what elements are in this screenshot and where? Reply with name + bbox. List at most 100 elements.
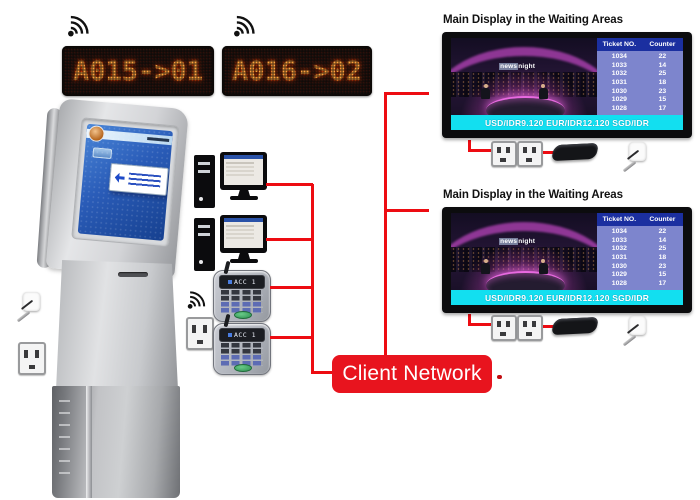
ticket-cell: 23 bbox=[658, 87, 667, 95]
kiosk-base-cabinet bbox=[52, 386, 180, 498]
computer-monitor bbox=[220, 215, 267, 253]
led-ticker-display-2: A016->02 bbox=[222, 46, 372, 96]
table-header: Ticket NO. Counter bbox=[597, 38, 683, 51]
ticket-cell: 15 bbox=[658, 271, 667, 279]
kiosk-ui-logo bbox=[87, 124, 106, 143]
kiosk-middle-panel bbox=[56, 260, 178, 390]
ticket-cell: 1030 bbox=[611, 87, 627, 95]
ticket-cell: 1031 bbox=[611, 254, 627, 262]
monitor-window-titlebar bbox=[224, 155, 263, 159]
ticket-cell: 1032 bbox=[611, 245, 627, 253]
power-outlet-icon bbox=[491, 315, 517, 341]
header-counter: Counter bbox=[649, 216, 676, 223]
studio-arc bbox=[451, 47, 597, 115]
keypad-keys-blue bbox=[221, 355, 263, 366]
ticket-cell: 15 bbox=[658, 96, 667, 104]
power-outlet-icon bbox=[517, 141, 543, 167]
news-video-area: newsnight bbox=[451, 38, 597, 115]
ticket-cell: 23 bbox=[658, 262, 667, 270]
operator-computer-1 bbox=[194, 152, 270, 212]
ticket-row: 1029 15 bbox=[597, 271, 683, 280]
presenter-silhouette bbox=[539, 84, 548, 99]
news-video-area: newsnight bbox=[451, 213, 597, 290]
connection-line bbox=[387, 209, 429, 212]
connection-line bbox=[468, 140, 471, 152]
ticket-cell: 1033 bbox=[611, 61, 627, 69]
presenter-silhouette bbox=[539, 259, 548, 274]
power-outlet-icon bbox=[186, 317, 214, 350]
monitor-base bbox=[230, 259, 258, 263]
ticket-cell: 18 bbox=[658, 254, 667, 262]
connection-line bbox=[270, 336, 313, 339]
keypad-display: ACC 1 bbox=[219, 328, 265, 342]
computer-tower bbox=[194, 155, 215, 208]
computer-monitor bbox=[220, 152, 267, 190]
led-ticker-display-1: A015->01 bbox=[62, 46, 214, 96]
key-icon bbox=[620, 142, 646, 170]
ticket-cell: 17 bbox=[658, 105, 667, 113]
connection-line bbox=[266, 183, 313, 186]
ticket-cell: 22 bbox=[658, 227, 667, 235]
connection-line bbox=[384, 92, 387, 358]
monitor-stand bbox=[238, 190, 250, 196]
news-channel-logo: newsnight bbox=[499, 238, 536, 246]
operator-computer-2 bbox=[194, 215, 270, 275]
keypad-keys-blue bbox=[221, 302, 263, 313]
ticket-cell: 1029 bbox=[611, 271, 627, 279]
led-dot-matrix-overlay bbox=[62, 46, 214, 96]
connection-line bbox=[468, 149, 496, 152]
keypad-call-button bbox=[234, 364, 252, 372]
kiosk-ui-dialog bbox=[108, 162, 169, 196]
display-title: Main Display in the Waiting Areas bbox=[443, 14, 623, 26]
table-header: Ticket NO. Counter bbox=[597, 213, 683, 226]
keypad-keys-dark bbox=[221, 343, 263, 354]
power-outlet-icon bbox=[517, 315, 543, 341]
monitor-stand bbox=[238, 253, 250, 259]
ticket-cell: 22 bbox=[658, 52, 667, 60]
header-counter: Counter bbox=[649, 41, 676, 48]
presenter-silhouette bbox=[481, 259, 490, 274]
news-channel-logo: newsnight bbox=[499, 63, 536, 71]
ticket-row: 1031 18 bbox=[597, 253, 683, 262]
wireless-calling-keypad-1: ACC 1 bbox=[213, 260, 271, 322]
monitor-screen bbox=[224, 155, 263, 185]
client-network-text: Client Network bbox=[342, 362, 482, 385]
connection-line bbox=[468, 314, 471, 326]
connection-line bbox=[266, 238, 313, 241]
studio-desk bbox=[486, 96, 565, 115]
keypad-display-text: ACC 1 bbox=[233, 331, 257, 339]
ticket-cell: 1033 bbox=[611, 236, 627, 244]
kiosk-screen-housing bbox=[45, 98, 189, 279]
keypad-display: ACC 1 bbox=[219, 275, 265, 289]
ticket-cell: 1028 bbox=[611, 280, 627, 288]
display-title: Main Display in the Waiting Areas bbox=[443, 189, 623, 201]
currency-ticker: USD/IDR9.120 EUR/IDR12.120 SGD/IDR bbox=[451, 115, 683, 130]
ticket-slot bbox=[118, 272, 148, 277]
ticket-cell: 1028 bbox=[611, 105, 627, 113]
monitor-window-titlebar bbox=[224, 218, 263, 222]
connection-line bbox=[270, 286, 313, 289]
ticket-cell: 1031 bbox=[611, 79, 627, 87]
ticket-cell: 17 bbox=[658, 280, 667, 288]
studio-arc bbox=[451, 222, 597, 290]
connection-line bbox=[387, 92, 429, 95]
kiosk-ui-button bbox=[92, 147, 113, 159]
ticket-cell: 1034 bbox=[611, 52, 627, 60]
media-player-box bbox=[550, 316, 600, 336]
keypad-keys-dark bbox=[221, 290, 263, 301]
connection-line bbox=[311, 184, 314, 374]
power-outlet-icon bbox=[18, 342, 46, 375]
presenter-silhouette bbox=[481, 84, 490, 99]
kiosk-touchscreen bbox=[77, 123, 173, 241]
